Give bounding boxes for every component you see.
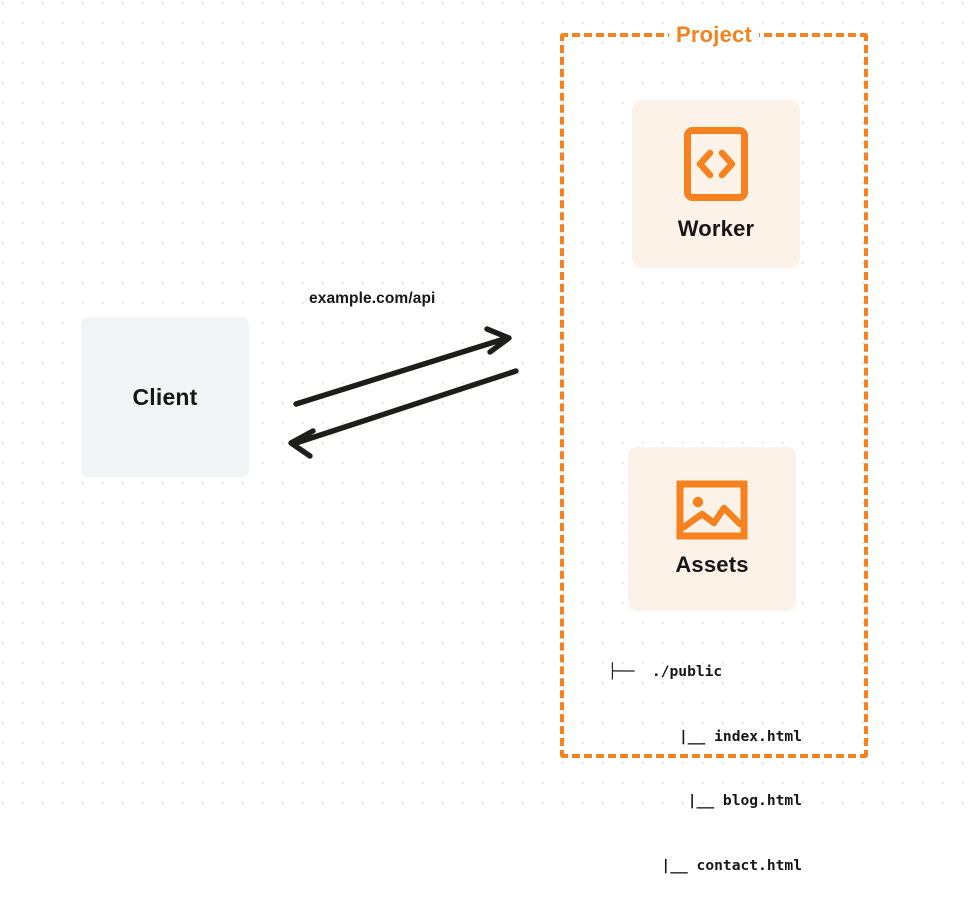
image-icon bbox=[676, 480, 748, 540]
client-node[interactable]: Client bbox=[81, 317, 249, 477]
file-tree-row: |__ blog.html bbox=[687, 792, 802, 809]
client-node-label: Client bbox=[132, 383, 198, 410]
request-arrow bbox=[293, 326, 512, 407]
project-title: Project bbox=[669, 22, 759, 48]
project-container: Project bbox=[560, 22, 868, 758]
worker-card-label: Worker bbox=[677, 216, 755, 241]
assets-file-tree: ├── ./public |__ index.html |__ blog.htm… bbox=[608, 618, 802, 919]
assets-card[interactable]: Assets bbox=[628, 447, 796, 611]
file-tree-row: |__ contact.html bbox=[661, 856, 802, 874]
diagram-canvas: Client example.com/api Project Worker bbox=[0, 0, 980, 874]
file-tree-row: ├── ./public bbox=[608, 663, 723, 680]
worker-card[interactable]: Worker bbox=[632, 100, 800, 268]
code-brackets-icon bbox=[683, 126, 749, 202]
assets-card-label: Assets bbox=[675, 552, 749, 577]
file-tree-row: |__ index.html bbox=[678, 727, 802, 745]
response-arrow bbox=[288, 368, 519, 459]
request-url-label: example.com/api bbox=[309, 290, 436, 307]
